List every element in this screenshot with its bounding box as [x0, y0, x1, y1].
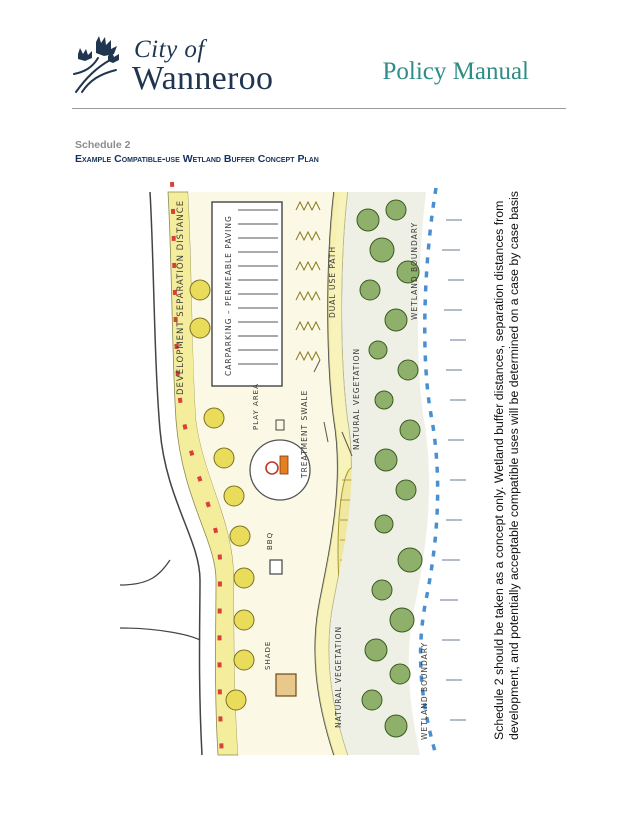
shrub [369, 237, 395, 263]
label-arrow [323, 421, 329, 443]
swale-grass [295, 230, 321, 242]
swale-grass [295, 200, 321, 212]
shrub [368, 340, 388, 360]
tree [229, 525, 251, 547]
tree [233, 567, 255, 589]
tree [203, 407, 225, 429]
label-wetland-boundary-bottom: Wetland boundary [420, 641, 429, 740]
shrub [397, 547, 423, 573]
logo-text-city-of: City of [134, 36, 205, 63]
schedule-title: Example Compatible-use Wetland Buffer Co… [75, 153, 319, 165]
shrub [356, 208, 380, 232]
label-treatment-swale: Treatment swale [300, 389, 309, 478]
bbq-structure [269, 559, 283, 575]
title-word: Plan [297, 153, 319, 165]
tree [189, 317, 211, 339]
title-word: Compatible-use [114, 153, 180, 165]
shrub [364, 638, 388, 662]
header-divider [72, 108, 566, 109]
label-development-separation: Development separation distance [176, 199, 186, 395]
swale-grass [295, 350, 321, 362]
schedule-label: Schedule 2 [75, 139, 131, 151]
tree [213, 447, 235, 469]
manual-title: Policy Manual [382, 58, 529, 85]
road-edge [149, 191, 203, 756]
logo-text-wanneroo: Wanneroo [132, 60, 274, 97]
label-dual-use-path: Dual use path [328, 245, 337, 318]
title-word: Example [75, 153, 112, 165]
city-logo: City of Wanneroo [70, 30, 300, 100]
label-bbq: BBQ [266, 531, 274, 550]
label-arrow [341, 431, 353, 457]
tree [233, 649, 255, 671]
road-driveway [120, 559, 171, 586]
play-equipment [265, 461, 279, 475]
label-play-area: Play area [252, 383, 260, 430]
kangaroo-paw-logo-icon [73, 36, 119, 93]
shrub [384, 714, 408, 738]
swale-grass [295, 320, 321, 332]
swale-grass [295, 260, 321, 272]
tree [225, 689, 247, 711]
shrub [361, 689, 383, 711]
title-word: Concept [257, 153, 295, 165]
shrub [359, 279, 381, 301]
shrub [371, 579, 393, 601]
swale-grass [295, 290, 321, 302]
concept-plan-drawing: Development separation distance Carparki… [120, 180, 470, 760]
note-line: development, and potentially acceptable … [507, 191, 521, 740]
shrub [389, 663, 411, 685]
label-natural-vegetation-bottom: Natural vegetation [334, 625, 343, 728]
shrub [384, 308, 408, 332]
tree [189, 279, 211, 301]
label-natural-vegetation-top: Natural vegetation [352, 347, 361, 450]
shrub [374, 514, 394, 534]
shrub [396, 260, 420, 284]
shrub [385, 199, 407, 221]
road-driveway [120, 627, 201, 641]
shrub [374, 448, 398, 472]
shrub [389, 607, 415, 633]
shrub [395, 479, 417, 501]
tree [233, 609, 255, 631]
label-wetland-boundary-top: Wetland boundary [410, 221, 419, 320]
plan-sketch [120, 181, 466, 759]
concept-disclaimer-note: Schedule 2 should be taken as a concept … [492, 191, 522, 740]
title-word: Wetland [182, 153, 221, 165]
note-line: Schedule 2 should be taken as a concept … [492, 200, 506, 740]
tree [223, 485, 245, 507]
shrub [399, 419, 421, 441]
label-shade: Shade [264, 640, 272, 670]
shrub [374, 390, 394, 410]
shrub [397, 359, 419, 381]
label-arrow [313, 359, 321, 373]
play-marker [275, 419, 285, 431]
separation-marker [170, 181, 224, 759]
shade-structure [275, 673, 297, 697]
play-equipment [279, 455, 289, 475]
path-fill [315, 192, 352, 755]
title-word: Buffer [223, 153, 255, 165]
label-carparking: Carparking – permeable paving [224, 215, 233, 376]
